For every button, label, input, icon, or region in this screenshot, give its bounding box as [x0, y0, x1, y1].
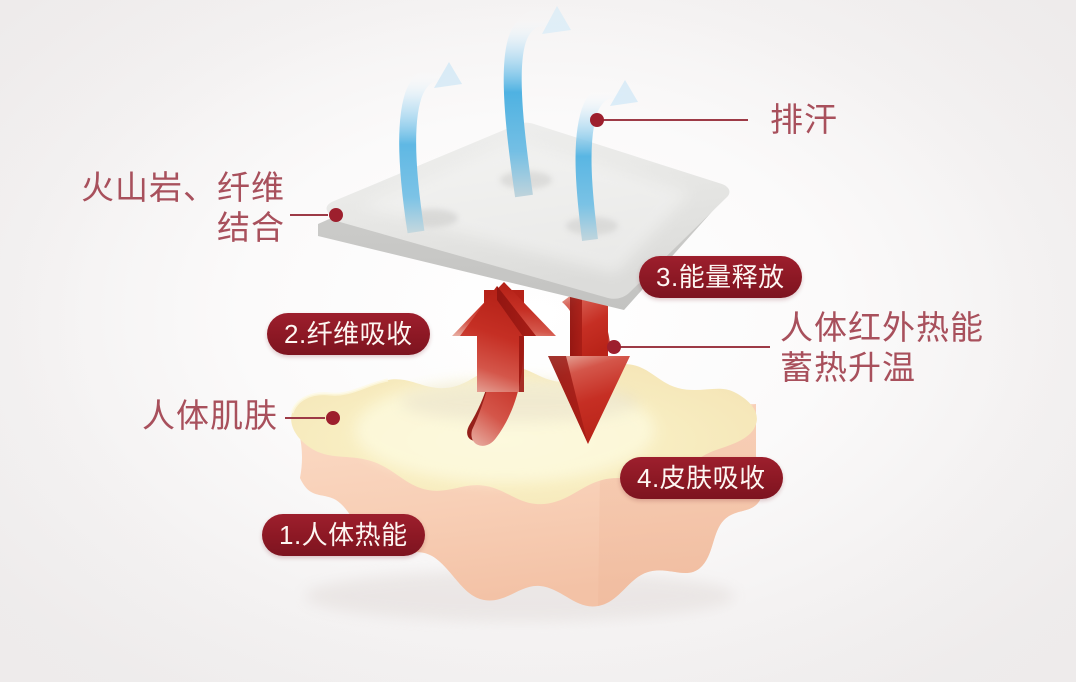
label-skin: 人体肌肤 [142, 397, 278, 434]
leader-dot-infrared [607, 340, 621, 354]
step-badge-2[interactable]: 2.纤维吸收 [267, 313, 430, 355]
step-badge-3[interactable]: 3.能量释放 [639, 256, 802, 298]
leader-dot-fabric [329, 208, 343, 222]
step-badge-1[interactable]: 1.人体热能 [262, 514, 425, 556]
leader-dot-sweat [590, 113, 604, 127]
label-sweat: 排汗 [770, 101, 838, 138]
step-badge-4[interactable]: 4.皮肤吸收 [620, 457, 783, 499]
label-infrared: 人体红外热能 蓄热升温 [780, 309, 984, 387]
label-fabric: 火山岩、纤维 结合 [81, 169, 285, 247]
leader-dot-skin [326, 411, 340, 425]
